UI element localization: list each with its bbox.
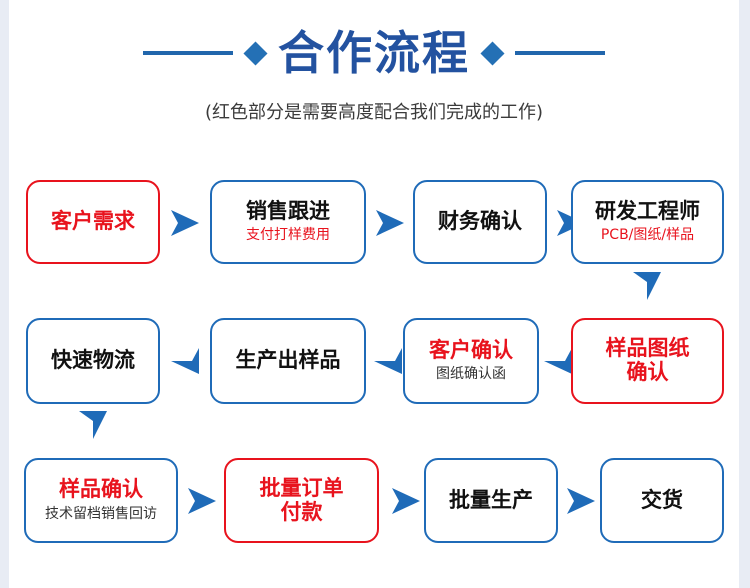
page-header: 合作流程 (红色部分是需要高度配合我们完成的工作) xyxy=(9,0,739,150)
diamond-icon-right xyxy=(480,40,505,66)
flowchart-page: 合作流程 (红色部分是需要高度配合我们完成的工作) 客户需求 销售跟进 支付打样… xyxy=(9,0,739,588)
flow-node-kehuxuqiu[interactable]: 客户需求 xyxy=(26,180,160,264)
arrow-left-icon xyxy=(372,346,404,376)
flow-node-title: 样品确认 xyxy=(59,477,143,502)
flow-node-piliangshengchan[interactable]: 批量生产 xyxy=(424,458,558,543)
flow-node-subtitle: 支付打样费用 xyxy=(246,227,330,244)
flow-node-xiaoshougenjin[interactable]: 销售跟进 支付打样费用 xyxy=(210,180,366,264)
flow-node-yangpintuzhiqueren[interactable]: 样品图纸 确认 xyxy=(571,318,724,404)
flow-node-title: 财务确认 xyxy=(438,209,522,234)
flow-node-title-line2: 确认 xyxy=(626,360,669,384)
arrow-right-icon xyxy=(374,208,406,238)
arrow-left-icon xyxy=(542,346,574,376)
flow-node-kuaisuwuliu[interactable]: 快速物流 xyxy=(26,318,160,404)
flow-node-title: 批量订单 xyxy=(259,475,344,500)
flow-node-yangpinqueren[interactable]: 样品确认 技术留档销售回访 xyxy=(24,458,178,543)
flow-node-title-line2: 付款 xyxy=(280,499,323,524)
flow-node-title: 样品图纸 xyxy=(605,336,690,361)
flow-node-subtitle: 图纸确认函 xyxy=(436,366,506,383)
arrow-down-icon xyxy=(77,409,109,441)
title-row: 合作流程 xyxy=(9,22,739,84)
flow-node-title: 快速物流 xyxy=(51,348,135,373)
flow-node-title: 客户需求 xyxy=(51,209,135,234)
flow-node-subtitle: PCB/图纸/样品 xyxy=(600,227,695,244)
flow-node-title: 交货 xyxy=(641,487,683,512)
flow-node-title: 生产出样品 xyxy=(235,348,341,373)
page-title: 合作流程 xyxy=(278,26,470,80)
flow-node-shengchanchuyangpin[interactable]: 生产出样品 xyxy=(210,318,366,404)
arrow-right-icon xyxy=(169,208,201,238)
flow-node-piliangdingdanfukuan[interactable]: 批量订单 付款 xyxy=(224,458,379,543)
flow-node-kehuqueren[interactable]: 客户确认 图纸确认函 xyxy=(403,318,539,404)
flow-node-caiwuqueren[interactable]: 财务确认 xyxy=(413,180,547,264)
process-flow-diagram: 客户需求 销售跟进 支付打样费用 财务确认 研发工程师 PCB/图纸/样品 xyxy=(9,150,739,588)
flow-node-title: 销售跟进 xyxy=(246,198,330,223)
page-subtitle: (红色部分是需要高度配合我们完成的工作) xyxy=(204,102,544,123)
flow-node-subtitle: 技术留档销售回访 xyxy=(45,505,157,522)
arrow-down-icon xyxy=(631,270,663,302)
arrow-right-icon xyxy=(565,486,597,516)
flow-node-title: 研发工程师 xyxy=(595,198,700,223)
arrow-right-icon xyxy=(390,486,422,516)
title-right-line xyxy=(515,51,605,55)
arrow-right-icon xyxy=(186,486,218,516)
flow-node-title: 客户确认 xyxy=(429,337,513,362)
title-left-line xyxy=(143,51,233,55)
flow-node-jiaohuo[interactable]: 交货 xyxy=(600,458,724,543)
arrow-left-icon xyxy=(169,346,201,376)
flow-node-title: 批量生产 xyxy=(449,487,533,512)
diamond-icon-left xyxy=(243,40,268,66)
flow-node-yanfagongchengshi[interactable]: 研发工程师 PCB/图纸/样品 xyxy=(571,180,724,264)
